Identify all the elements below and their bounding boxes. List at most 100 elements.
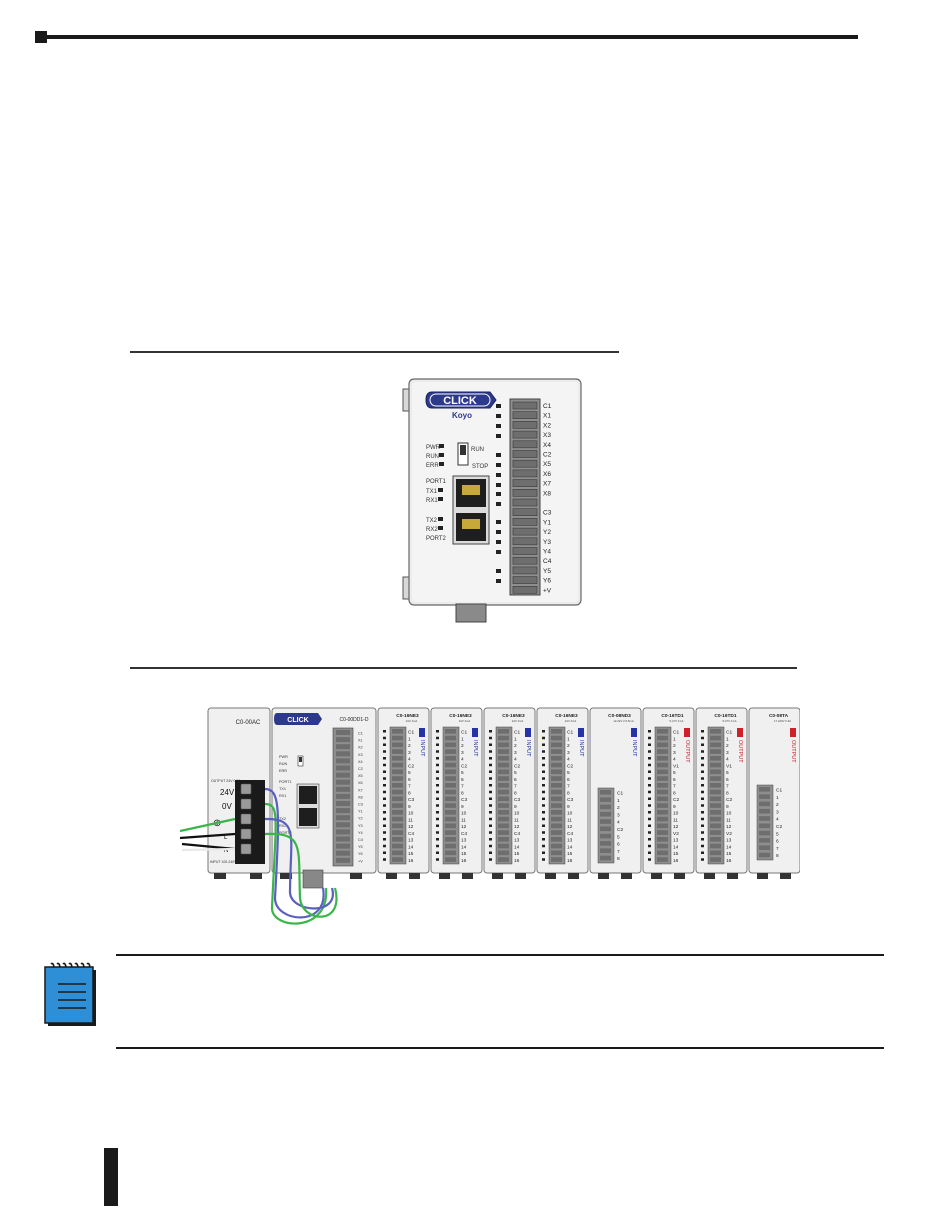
io-terminal-label: 5 xyxy=(461,770,464,776)
io-terminal-label: C4 xyxy=(514,831,520,837)
io-terminal-screw xyxy=(392,823,403,829)
io-terminal-label: C1 xyxy=(617,791,623,797)
io-terminal-label: 8 xyxy=(776,853,779,859)
cpu-terminal-screw xyxy=(512,518,538,526)
io-terminal-label: 5 xyxy=(673,770,676,776)
io-terminal-screw xyxy=(445,857,456,862)
io-terminal-label: 14 xyxy=(408,844,414,850)
io-terminal-screw xyxy=(710,857,721,862)
io-terminal-label: 10 xyxy=(461,811,467,817)
io-terminal-screw xyxy=(600,811,611,817)
header-rule xyxy=(47,35,858,39)
io-terminal-label: 4 xyxy=(617,820,620,826)
system-cpu-side-label: PORT1 xyxy=(279,780,292,784)
system-cpu-side-label: PWR xyxy=(279,755,288,759)
io-terminal-label: 3 xyxy=(673,750,676,756)
io-terminal-screw xyxy=(445,830,456,835)
system-cpu-screw xyxy=(336,758,350,764)
io-terminal-label: 7 xyxy=(461,784,464,790)
io-terminal-label: V2 xyxy=(673,831,679,837)
io-terminal-label: 16 xyxy=(408,858,414,864)
io-terminal-screw xyxy=(657,830,668,835)
io-terminal-screw xyxy=(600,833,611,839)
system-cpu-terminal-label: X2 xyxy=(358,746,363,750)
io-terminal-label: 8 xyxy=(461,790,464,796)
cpu-terminal-label: X3 xyxy=(543,432,551,439)
io-terminal-label: 2 xyxy=(461,743,464,749)
system-cpu-side-label: RUN xyxy=(279,762,287,766)
cpu-terminal-screw xyxy=(512,537,538,546)
io-terminal-label: C1 xyxy=(408,730,414,736)
io-terminal-screw xyxy=(445,776,456,781)
io-terminal-label: 15 xyxy=(567,851,573,857)
io-terminal-label: 7 xyxy=(776,846,779,852)
io-terminal-label: 16 xyxy=(567,858,573,864)
io-module-rating: 12-24V 2.5-5mA xyxy=(613,719,634,723)
cpu-terminal-label: C2 xyxy=(543,452,552,459)
io-terminal-screw xyxy=(392,810,403,815)
cpu-terminal-label: X5 xyxy=(543,461,551,468)
io-terminal-label: 4 xyxy=(726,757,729,763)
io-terminal-label: 3 xyxy=(514,750,517,756)
io-terminal-label: 15 xyxy=(514,851,520,857)
io-terminal-label: 12 xyxy=(514,824,520,830)
io-terminal-screw xyxy=(392,796,403,802)
io-terminal-label: 11 xyxy=(567,817,572,823)
v0-label: 0V xyxy=(222,802,232,811)
io-terminal-screw xyxy=(392,857,403,862)
io-terminal-screw xyxy=(657,810,668,815)
io-module-side-label: INPUT xyxy=(419,740,425,757)
io-terminal-screw xyxy=(657,843,668,849)
system-cpu-terminal-label: +V xyxy=(358,859,363,863)
io-terminal-screw xyxy=(759,830,770,836)
system-cpu-terminal-label: X1 xyxy=(358,739,363,743)
io-module-rating: 17-240V 0.3A xyxy=(774,719,791,723)
io-terminal-label: 7 xyxy=(726,784,729,790)
cpu-terminal-label: Y6 xyxy=(543,578,551,585)
io-terminal-screw xyxy=(759,808,770,814)
cpu-terminal-label: X2 xyxy=(543,422,551,429)
io-terminal-screw xyxy=(392,843,403,849)
cpu-terminal-screw xyxy=(512,586,538,594)
io-terminal-screw xyxy=(657,783,668,788)
system-cpu-terminal-label: X8 xyxy=(358,795,363,799)
io-terminal-label: 12 xyxy=(673,824,679,830)
io-terminal-screw xyxy=(551,776,562,781)
io-terminal-label: 9 xyxy=(461,804,464,810)
io-terminal-label: 2 xyxy=(726,743,729,749)
io-terminal-screw xyxy=(710,816,721,822)
figure-rule-2 xyxy=(130,667,797,669)
io-terminal-screw xyxy=(445,735,456,741)
io-terminal-label: V2 xyxy=(726,831,732,837)
io-terminal-screw xyxy=(657,769,668,775)
cpu-terminal-label: Y2 xyxy=(543,529,551,536)
io-terminal-screw xyxy=(445,756,456,761)
io-terminal-screw xyxy=(445,729,456,734)
io-terminal-screw xyxy=(445,783,456,788)
system-cpu-terminal-label: X6 xyxy=(358,781,363,785)
cpu-terminal-screw xyxy=(512,421,538,429)
cpu-terminal-label: X8 xyxy=(543,490,551,497)
system-cpu-screw xyxy=(336,843,350,849)
io-module-rating: 24V 4mA xyxy=(512,719,524,723)
io-terminal-label: 9 xyxy=(514,804,517,810)
cpu-terminal-screw xyxy=(512,556,538,565)
cpu-terminal-label: C4 xyxy=(543,558,552,565)
io-module-model: C0-16NE3 xyxy=(502,713,525,719)
io-terminal-label: 8 xyxy=(673,790,676,796)
cpu-terminal-screw xyxy=(512,459,538,468)
io-terminal-screw xyxy=(710,830,721,835)
io-module-rating: 5-27V 0.1A xyxy=(723,719,737,723)
io-terminal-screw xyxy=(498,810,509,815)
cpu-terminal-screw xyxy=(512,411,538,420)
io-terminal-label: 2 xyxy=(514,743,517,749)
tx2-label: TX2 xyxy=(426,518,438,524)
io-terminal-label: C2 xyxy=(514,763,520,769)
cpu-terminal-screw xyxy=(512,527,538,536)
system-cpu-screw xyxy=(336,801,350,806)
io-terminal-screw xyxy=(445,850,456,856)
io-terminal-label: 6 xyxy=(617,842,620,848)
